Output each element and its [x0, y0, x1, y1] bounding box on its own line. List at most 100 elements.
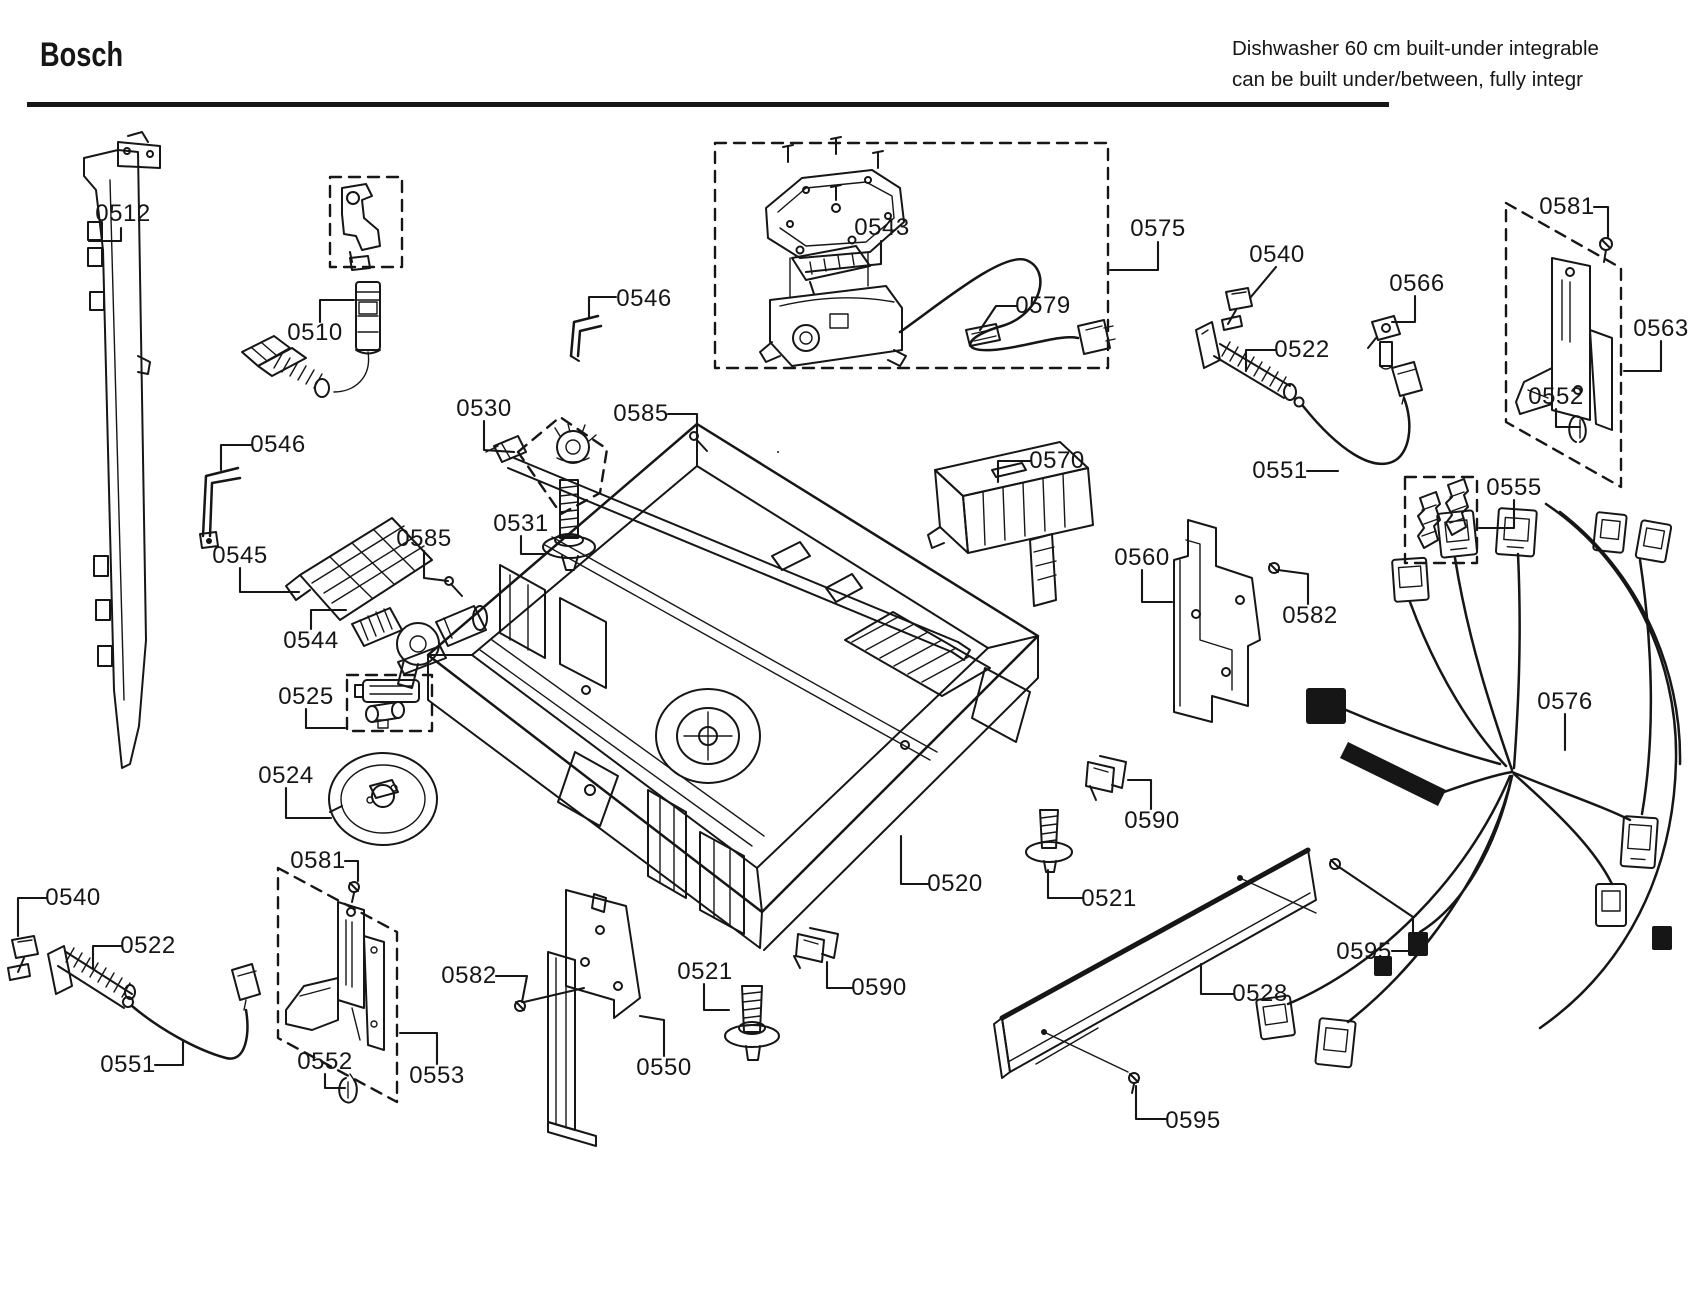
- callout-0595: 0595: [1165, 1107, 1221, 1134]
- part-0595-screw-right: [1329, 858, 1341, 870]
- leader-0581: [1592, 205, 1610, 240]
- callout-0581: 0581: [290, 847, 346, 874]
- part-0563-hinge-assembly: [1504, 201, 1623, 489]
- leader-0595: [1134, 1084, 1168, 1121]
- leader-0546: [219, 443, 253, 472]
- leader-0581: [343, 859, 360, 883]
- leader-0550: [638, 1014, 666, 1058]
- part-0528-panel: [993, 847, 1317, 1079]
- callout-0566: 0566: [1389, 270, 1445, 297]
- callout-0528: 0528: [1232, 980, 1288, 1007]
- leader-0544: [309, 608, 348, 631]
- callout-0545: 0545: [212, 542, 268, 569]
- part-0582-screw-right: [1268, 562, 1280, 574]
- callout-0575: 0575: [1130, 215, 1186, 242]
- leader-0546: [587, 295, 618, 320]
- callout-0579: 0579: [1015, 292, 1071, 319]
- part-0582-screw-bottom: [514, 987, 585, 1012]
- callout-0551: 0551: [100, 1051, 156, 1078]
- part-0544-pump: [351, 605, 488, 689]
- callout-0546: 0546: [616, 285, 672, 312]
- callout-0522: 0522: [120, 932, 176, 959]
- callout-0582: 0582: [1282, 602, 1338, 629]
- part-0590-clip-middle: [793, 927, 839, 969]
- callout-0582: 0582: [441, 962, 497, 989]
- leader-0545: [238, 566, 301, 594]
- callout-0510: 0510: [287, 319, 343, 346]
- leader-0521: [1046, 868, 1084, 900]
- part-0555-terminals: [1403, 475, 1479, 565]
- leader-0522: [1244, 348, 1277, 373]
- part-0570-control-module: [927, 441, 1094, 607]
- header-description-line1: Dishwasher 60 cm built-under integrable: [1232, 37, 1599, 60]
- callout-0555: 0555: [1486, 474, 1542, 501]
- part-0545-plate: [285, 517, 433, 621]
- leader-0560: [1140, 568, 1174, 604]
- part-0566-clip: [1367, 315, 1401, 370]
- part-0512-rail: [83, 131, 161, 769]
- callout-0540: 0540: [45, 884, 101, 911]
- part-0590-clip-right: [1085, 755, 1127, 801]
- leader-0563: [1622, 339, 1663, 373]
- callout-0590: 0590: [851, 974, 907, 1001]
- part-0524-disc: [328, 752, 438, 846]
- callout-0563: 0563: [1633, 315, 1689, 342]
- leader-0530: [482, 419, 516, 454]
- part-0522-spring-bottom: [47, 945, 136, 1009]
- callout-0553: 0553: [409, 1062, 465, 1089]
- part-0551-wire-right: [1301, 361, 1423, 466]
- callout-0550: 0550: [636, 1054, 692, 1081]
- callout-0581: 0581: [1539, 193, 1595, 220]
- part-0540-clip-bottom: [7, 935, 39, 981]
- part-0540-clip-top: [1221, 287, 1253, 331]
- callout-0521: 0521: [1081, 885, 1137, 912]
- part-0579-connector: [965, 323, 1001, 347]
- part-0522-spring-right: [1195, 321, 1305, 408]
- part-0595-screw-bottom: [1128, 1072, 1140, 1094]
- part-0560-bracket: [1173, 519, 1261, 723]
- header-description-line2: can be built under/between, fully integr: [1232, 68, 1584, 91]
- part-0546-wire-clip-left: [199, 466, 242, 549]
- part-0521-bolt-middle: [724, 985, 780, 1061]
- part-0525-valve-parts: [345, 673, 434, 733]
- callout-0560: 0560: [1114, 544, 1170, 571]
- callout-0551: 0551: [1252, 457, 1308, 484]
- brand-logo: Bosch: [40, 36, 124, 74]
- leader-0510: [318, 298, 356, 324]
- part-0551-wire-bottom: [130, 963, 261, 1060]
- callout-0521: 0521: [677, 958, 733, 985]
- leader-0521: [702, 982, 731, 1012]
- part-0521-bolt-right: [1025, 809, 1073, 873]
- part-0552-clip-bottom: [338, 1077, 358, 1104]
- leader-0552: [323, 1072, 347, 1090]
- callout-0544: 0544: [283, 627, 339, 654]
- part-0510-damper: [241, 281, 381, 398]
- callout-0585: 0585: [396, 525, 452, 552]
- part-0575-dispenser-assembly: [713, 136, 1116, 453]
- part-base-frame: [426, 422, 1040, 951]
- callout-0570: 0570: [1029, 447, 1085, 474]
- leader-0579: [978, 304, 1018, 332]
- part-0552-clip-right: [1568, 415, 1587, 443]
- leader-0575: [1108, 240, 1160, 272]
- callout-0552: 0552: [1528, 383, 1584, 410]
- part-0553-bracket-assembly: [276, 866, 399, 1104]
- leader-0570: [996, 459, 1032, 484]
- callout-0552: 0552: [297, 1048, 353, 1075]
- header-description: Dishwasher 60 cm built-under integrable …: [1232, 33, 1599, 95]
- leader-0512: [87, 226, 123, 243]
- callout-0512: 0512: [95, 200, 151, 227]
- callout-0585: 0585: [613, 400, 669, 427]
- part-latch-detail-box: [328, 175, 404, 271]
- leader-0528: [1199, 962, 1235, 996]
- leader-0582: [494, 974, 529, 1004]
- leader-lines: [16, 205, 1663, 1121]
- leader-0551: [153, 1040, 185, 1067]
- callout-0531: 0531: [493, 510, 549, 537]
- leader-0555: [1477, 498, 1516, 530]
- callout-0595: 0595: [1336, 938, 1392, 965]
- leader-0553: [398, 1031, 439, 1066]
